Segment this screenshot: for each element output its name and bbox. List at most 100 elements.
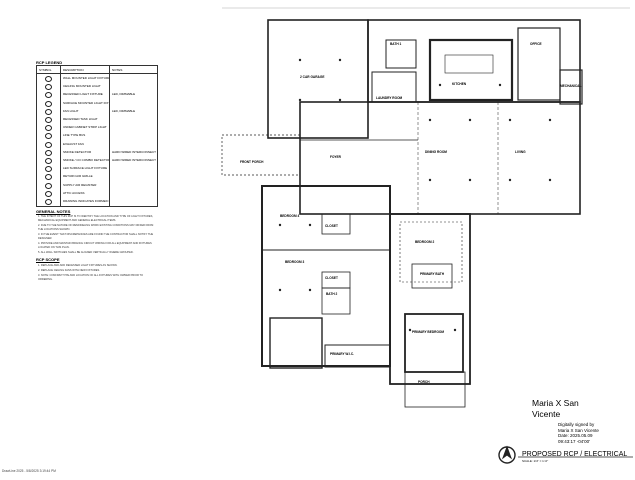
note-item: 1. REPLACE AND ADD RECESSED LIGHT FIXTUR… [38, 264, 118, 267]
legend-symbol-icon [45, 125, 52, 132]
light-fixture [308, 288, 312, 292]
legend-note: HARD WIRED INTERCONNECTED [112, 158, 156, 162]
rcp-scope-list: 1. REPLACE AND ADD RECESSED LIGHT FIXTUR… [38, 264, 156, 283]
note-item: 2. REPLACE CEILING FANS WITH NEW FIXTURE… [38, 269, 100, 272]
front-porch-outline [221, 134, 301, 176]
light-fixture [548, 118, 552, 122]
note-item: 2. DUE TO THE NATURE OF REMODELING WORK … [38, 224, 154, 231]
legend-symbol-icon [45, 190, 52, 197]
room-label-mechanical: MECHANICAL [560, 84, 582, 88]
light-fixture [508, 118, 512, 122]
kitchen-island [444, 54, 494, 74]
signer-name: Maria X San Vicente [532, 398, 579, 419]
room-label-bath1: BATH 1 [390, 42, 402, 46]
note-item: 4. PROVIDE AND MAINTAIN BRANCH CIRCUIT W… [38, 242, 152, 249]
legend-description: SMOKE DETECTOR [63, 149, 92, 154]
legend-symbol-icon [45, 174, 52, 181]
light-fixture [428, 178, 432, 182]
legend-row: CEILING MOUNTED LIGHT [37, 83, 157, 91]
signature-detail-line: Maria X San Vicente [558, 427, 599, 433]
legend-symbol-icon [45, 182, 52, 189]
legend-symbol-icon [45, 92, 52, 99]
legend-description: SUPPLY AIR REGISTER [63, 182, 97, 187]
room-label-foyer: FOYER [330, 155, 341, 159]
general-notes-list: 1. THE INTENT OF THIS RCP IS TO IDENTIFY… [38, 215, 156, 256]
legend-description: EXHAUST FAN [63, 141, 84, 146]
legend-description: UNDER CABINET STRIP LIGHT [63, 125, 107, 130]
light-fixture [498, 83, 502, 87]
legend-row: UNDER CABINET STRIP LIGHT [37, 124, 157, 132]
room-label-porch: PORCH [418, 380, 430, 384]
legend-description: DRAWING INDICATES FORMED DOME CEILING [63, 199, 109, 203]
general-notes-title: GENERAL NOTES [36, 209, 71, 214]
room-label-front-porch: FRONT PORCH [240, 160, 264, 164]
light-fixture [308, 223, 312, 227]
room-label-kitchen: KITCHEN [452, 82, 467, 86]
room-label-dining: DINING ROOM [425, 150, 447, 154]
light-fixture [278, 288, 282, 292]
room-label-primary-bedroom: PRIMARY BEDROOM [412, 330, 445, 334]
room-label-living: LIVING [515, 150, 526, 154]
legend-header-symbol: SYMBOL [39, 68, 52, 72]
closet2-outline [321, 271, 351, 289]
legend-note: LED, DIMMABLE [112, 108, 136, 113]
legend-description: RECESSED TASK LIGHT [63, 117, 98, 121]
legend-description: CEILING MOUNTED LIGHT [63, 84, 101, 89]
light-fixture [338, 58, 342, 62]
light-fixture [438, 83, 442, 87]
bath1-outline [385, 39, 417, 69]
light-fixture [408, 328, 412, 332]
signature-detail-line: Date: 2025.05.09 [558, 433, 593, 439]
mech-outline [559, 69, 583, 105]
room-label-primary-bath: PRIMARY BATH [420, 272, 445, 276]
legend-symbol-icon [45, 76, 52, 82]
north-wing-outline [367, 19, 581, 103]
light-fixture [468, 178, 472, 182]
light-fixture [453, 328, 457, 332]
primary-bedroom-outline [404, 313, 464, 373]
legend-header-description: DESCRIPTION [63, 68, 84, 72]
room-label-office: OFFICE [530, 42, 542, 46]
legend-row: SURFACE MOUNTED LIGHT FIXTURE [37, 100, 157, 108]
note-item: 3. IN THE EVENT THAT DISCREPANCIES ARE F… [38, 233, 154, 240]
legend-note: LED, DIMMABLE [112, 92, 136, 97]
light-fixture [468, 118, 472, 122]
legend-description: LINE TYPE BUS [63, 133, 86, 138]
legend-header-row: SYMBOL DESCRIPTION NOTES [37, 66, 157, 74]
signature-detail-line: Digitally signed by [558, 422, 595, 427]
room-label-bath2: BATH 2 [326, 292, 338, 296]
room-label-laundry: LAUNDRY ROOM [376, 96, 403, 100]
note-item: 5. ALL WALL SWITCHES SHALL BE ALIGNED VE… [38, 251, 134, 254]
legend-symbol-icon [45, 141, 52, 148]
bedroom2-east-outline [399, 221, 463, 283]
hall-bath-outline [269, 317, 323, 369]
light-fixture [298, 98, 302, 102]
note-item: 1. THE INTENT OF THIS RCP IS TO IDENTIFY… [38, 215, 154, 222]
legend-symbol-icon [45, 108, 52, 115]
light-fixture [338, 98, 342, 102]
legend-symbol-icon [45, 199, 52, 205]
note-item: 3. NOTE: CONFIRM TYPE AND LOCATION OF AL… [38, 274, 144, 281]
legend-row: ATTIC ACCESS [37, 190, 157, 198]
legend-symbol-icon [45, 166, 52, 173]
main-block-outline [299, 101, 581, 215]
legend-header-notes: NOTES [112, 68, 123, 72]
garage-outline [267, 19, 369, 139]
legend-row: DRAWING INDICATES FORMED DOME CEILING [37, 198, 157, 206]
legend-symbol-icon [45, 133, 52, 140]
legend-description: WALL MOUNTED LIGHT FIXTURE [63, 76, 109, 80]
legend-description: LED SURFACE LIGHT FIXTURE [63, 166, 108, 171]
room-label-bedroom4: BEDROOM 4 [280, 214, 300, 218]
room-label-closet2: CLOSET [325, 276, 338, 280]
legend-row: WALL MOUNTED LIGHT FIXTURE [37, 75, 157, 83]
light-fixture [298, 58, 302, 62]
legend-col-divider-2 [109, 66, 110, 206]
light-fixture [428, 118, 432, 122]
bath2-outline [321, 287, 351, 315]
